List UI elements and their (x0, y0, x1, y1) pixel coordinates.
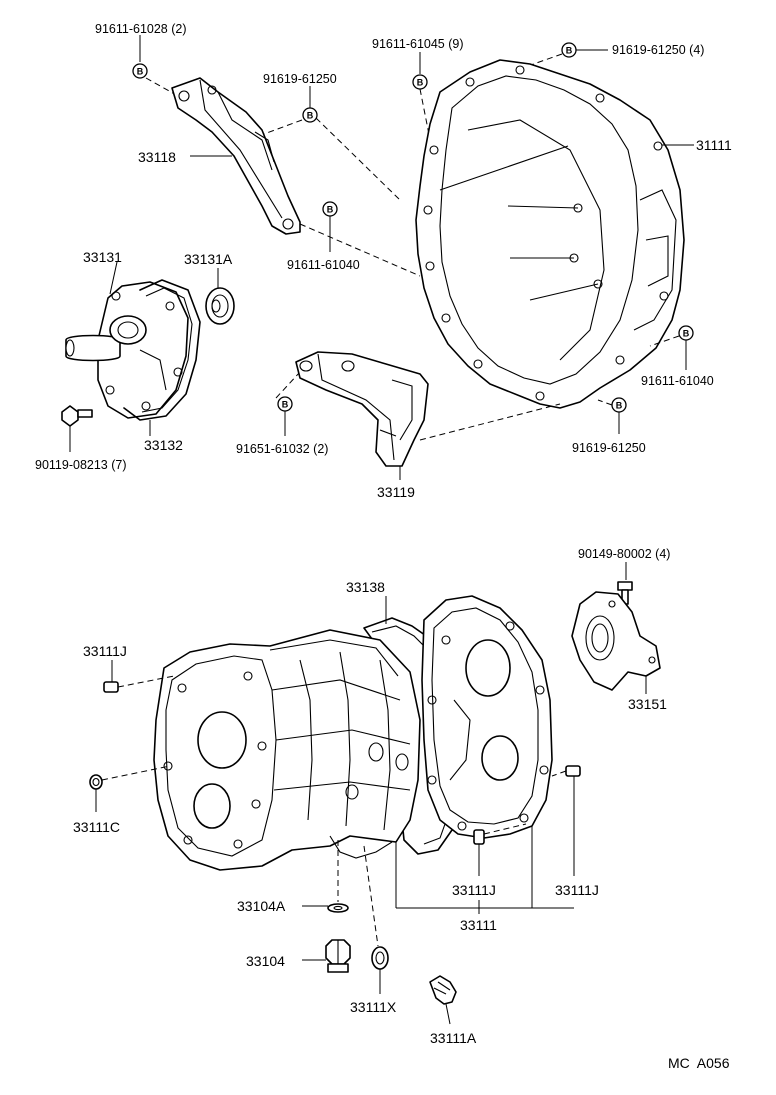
label-33132: 33132 (144, 437, 183, 453)
label-91619-61250-top: 91619-61250 (263, 72, 337, 86)
bolt-letter: B (616, 401, 623, 411)
bolt-90149-80002 (617, 562, 633, 605)
label-33111J-left: 33111J (83, 643, 127, 659)
pin-33111J-left (103, 660, 175, 693)
label-91651-61032: 91651-61032 (2) (236, 442, 328, 456)
bolt-91651-61032: B (275, 371, 301, 436)
label-33151: 33151 (628, 696, 667, 712)
label-91611-61028: 91611-61028 (2) (95, 22, 187, 36)
bracket-33118 (171, 77, 301, 235)
bolt-letter: B (566, 46, 573, 56)
label-33131A: 33131A (184, 251, 233, 267)
label-31111: 31111 (696, 137, 732, 153)
label-33111J-mid: 33111J (452, 882, 496, 898)
label-33104A: 33104A (237, 898, 286, 914)
bolt-91619-61250-4: B (527, 42, 608, 67)
o-ring-33111X (363, 845, 389, 994)
clutch-housing-31111 (415, 59, 685, 409)
bolt-letter: B (137, 67, 144, 77)
assembly-leader-33111 (395, 826, 574, 914)
label-33111A: 33111A (430, 1030, 477, 1046)
label-33111C: 33111C (73, 819, 120, 835)
gasket-33104A (302, 840, 349, 913)
label-90119-08213: 90119-08213 (7) (35, 458, 127, 472)
bracket-33119 (295, 351, 429, 467)
label-91619-61250-bottom: 91619-61250 (572, 441, 646, 455)
cover-33151 (571, 591, 661, 691)
bolt-letter: B (417, 78, 424, 88)
pin-33111J-mid (473, 823, 527, 876)
plug-33104 (302, 939, 351, 973)
plug-33111C (89, 765, 171, 812)
bolt-91619-61250-bottom: B (597, 397, 627, 434)
bolt-letter: B (307, 111, 314, 121)
pin-33111J-right (551, 765, 581, 876)
label-90149-80002: 90149-80002 (4) (578, 547, 670, 561)
label-33119: 33119 (377, 484, 415, 500)
bolt-letter: B (327, 205, 334, 215)
label-91619-61250-4: 91619-61250 (4) (612, 43, 704, 57)
bolt-letter: B (282, 400, 289, 410)
switch-33111A (429, 975, 457, 1025)
label-91611-61040-left: 91611-61040 (287, 258, 360, 272)
transmission-case-33111 (153, 629, 421, 871)
bolt-letter: B (683, 329, 690, 339)
label-91611-61040-right: 91611-61040 (641, 374, 714, 388)
bolt-91611-61040-right: B (649, 325, 694, 370)
bolt-91611-61040-left: B (299, 201, 421, 277)
bolt-91611-61028: B (132, 35, 179, 97)
intermediate-plate-33111 (421, 595, 553, 839)
label-33111J-right: 33111J (555, 882, 599, 898)
bolt-90119-08213 (61, 405, 93, 452)
bolt-91619-61250-top: B (263, 86, 401, 201)
label-33104: 33104 (246, 953, 285, 969)
extension-housing-33131 (65, 281, 189, 419)
label-33138: 33138 (346, 579, 385, 595)
label-33131: 33131 (83, 249, 122, 265)
label-33111X: 33111X (350, 999, 397, 1015)
diagram-code: MC A056 (668, 1055, 730, 1071)
gasket-33132 (123, 279, 201, 421)
oil-seal-33131A (205, 287, 235, 325)
label-91611-61045: 91611-61045 (9) (372, 37, 464, 51)
label-33111: 33111 (460, 917, 497, 933)
label-33118: 33118 (138, 149, 176, 165)
